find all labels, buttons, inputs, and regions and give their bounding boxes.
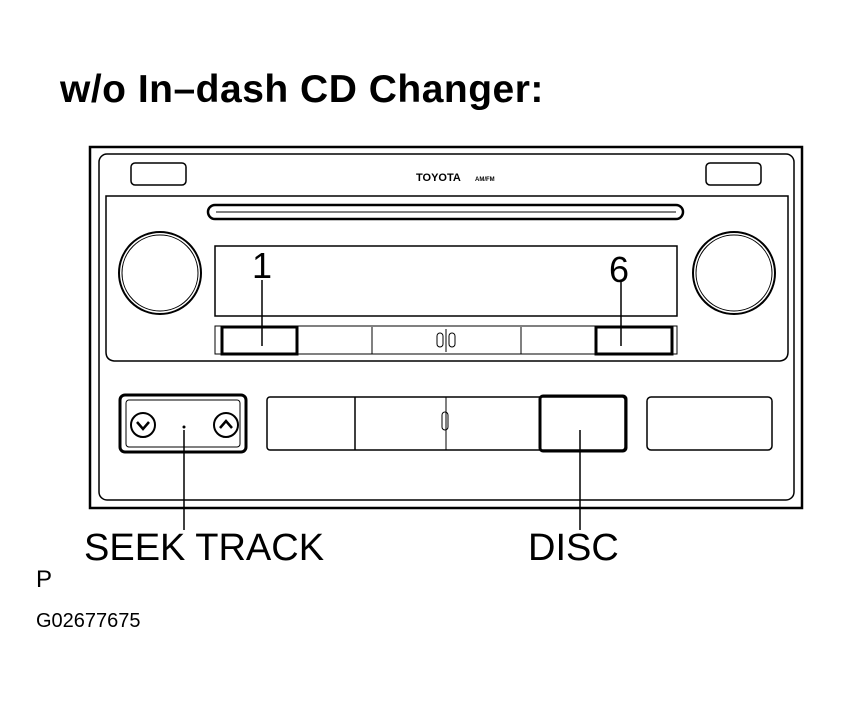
seek-track-label: SEEK TRACK — [84, 527, 325, 569]
preset-1-number: 1 — [252, 245, 272, 286]
model-label: AM/FM — [475, 177, 495, 183]
chevron-down-icon[interactable] — [130, 412, 156, 438]
lower-center-toggle[interactable] — [441, 411, 449, 431]
seek-track-button[interactable] — [118, 393, 248, 454]
cd-slot[interactable] — [206, 203, 685, 221]
seek-center-dot — [182, 425, 186, 429]
preset-button-1[interactable] — [220, 325, 299, 356]
display-window — [214, 245, 678, 317]
volume-knob[interactable] — [118, 231, 202, 315]
tune-knob[interactable] — [692, 231, 776, 315]
radio-inner-frame — [98, 153, 795, 501]
preset-6-number: 6 — [609, 249, 629, 290]
top-right-slot — [705, 162, 762, 186]
upper-panel — [105, 195, 789, 362]
top-left-slot — [130, 162, 187, 186]
preset-button-6[interactable] — [594, 325, 674, 356]
volume-knob-ring — [121, 234, 199, 312]
right-lower-button[interactable] — [646, 396, 773, 451]
diagram-title: w/o In–dash CD Changer: — [60, 68, 544, 111]
disc-button[interactable] — [538, 394, 628, 453]
page-letter: P — [36, 566, 53, 593]
seek-track-inner — [125, 399, 241, 448]
tune-knob-ring — [695, 234, 773, 312]
disc-label: DISC — [528, 527, 619, 569]
figure-id: G02677675 — [36, 610, 141, 632]
radio-outer-frame — [88, 145, 804, 510]
preset-strip — [214, 325, 678, 355]
center-toggle-b — [448, 332, 456, 348]
chevron-up-icon[interactable] — [213, 412, 239, 438]
brand-label: TOYOTA — [416, 172, 461, 184]
center-toggle[interactable] — [436, 332, 444, 348]
